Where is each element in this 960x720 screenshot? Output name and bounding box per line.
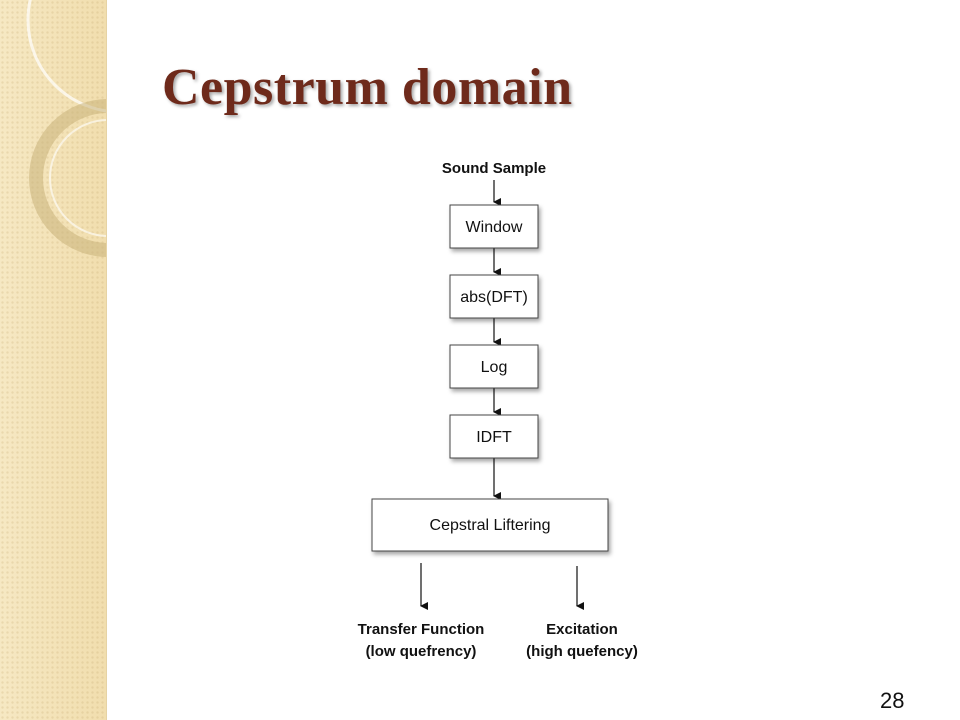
output-excitation: Excitation (high quefency) (526, 621, 638, 660)
step-window: Window (449, 204, 539, 249)
step-cepstral-liftering: Cepstral Liftering (371, 498, 609, 552)
lifter-label: Cepstral Liftering (430, 517, 551, 534)
slide-title: Cepstrum domain (162, 59, 573, 116)
step-abs-dft: abs(DFT) (449, 274, 539, 319)
output-excitation-line1: Excitation (546, 621, 618, 638)
output-transfer-function: Transfer Function (low quefrency) (358, 621, 485, 660)
step-log-label: Log (481, 359, 508, 376)
step-log: Log (449, 344, 539, 389)
decorative-side-band (0, 0, 107, 720)
input-label: Sound Sample (442, 160, 546, 177)
page-number: 28 (880, 688, 905, 713)
step-window-label: Window (466, 219, 523, 236)
decorative-circles (26, 0, 106, 257)
output-transfer-line2: (low quefrency) (366, 643, 477, 660)
output-excitation-line2: (high quefency) (526, 643, 638, 660)
step-idft-label: IDFT (476, 429, 512, 446)
output-transfer-line1: Transfer Function (358, 621, 485, 638)
step-abs-dft-label: abs(DFT) (460, 289, 528, 306)
step-idft: IDFT (449, 414, 539, 459)
